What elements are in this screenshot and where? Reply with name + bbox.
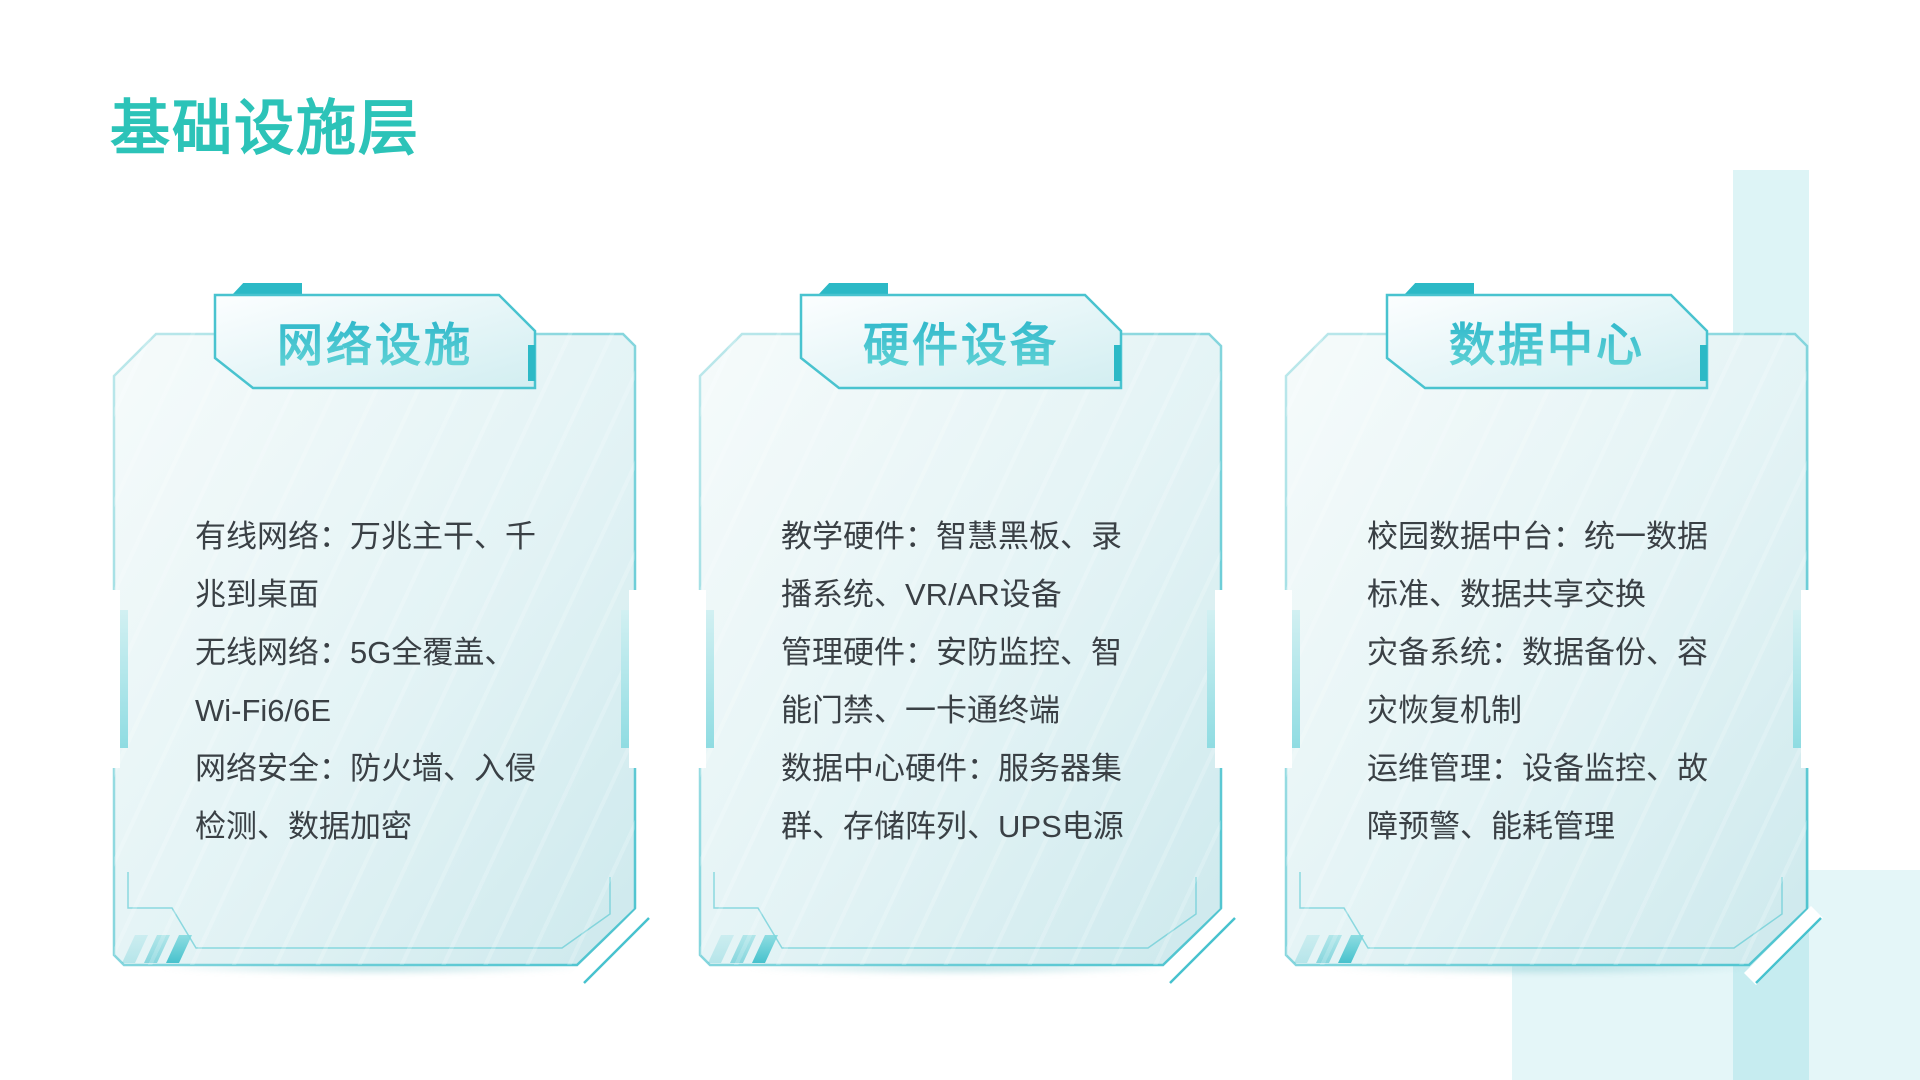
corner-slash-line <box>1169 917 1236 984</box>
body-item: 教学硬件：智慧黑板、录播系统、VR/AR设备 <box>781 519 1122 612</box>
corner-slash-line <box>583 917 650 984</box>
body-item: 有线网络：万兆主干、千兆到桌面 <box>195 519 536 612</box>
card-header-badge: 数据中心 <box>1385 283 1709 390</box>
card-header-label: 网络设施 <box>213 293 537 390</box>
card-header-badge: 硬件设备 <box>799 283 1123 390</box>
card-frame-svg <box>112 332 651 985</box>
header-tab-accent <box>1404 283 1474 295</box>
edge-notch-bar-right <box>1793 610 1801 748</box>
header-tab-accent <box>818 283 888 295</box>
corner-slash-fill <box>1744 906 1823 985</box>
edge-notch-bar-right <box>621 610 629 748</box>
card-frame-svg <box>698 332 1237 985</box>
body-item: 灾备系统：数据备份、容灾恢复机制 <box>1367 635 1708 728</box>
corner-stripe-2 <box>730 935 756 963</box>
body-item: 管理硬件：安防监控、智能门禁、一卡通终端 <box>781 635 1122 728</box>
card-outline <box>112 332 637 967</box>
badge-frame-svg <box>1385 293 1709 390</box>
edge-notch-left <box>694 590 706 768</box>
corner-stripe-3 <box>1338 935 1364 963</box>
card-header-label: 数据中心 <box>1385 293 1709 390</box>
corner-slash-fill <box>572 906 651 985</box>
corner-stripe-2 <box>144 935 170 963</box>
badge-frame-svg <box>213 293 537 390</box>
body-item: 运维管理：设备监控、故障预警、能耗管理 <box>1367 751 1708 844</box>
card-frame-svg <box>1284 332 1823 985</box>
edge-notch-right <box>1215 590 1227 768</box>
card-inner-line <box>1299 872 1783 949</box>
card-header-label: 硬件设备 <box>799 293 1123 390</box>
corner-stripe-2 <box>1316 935 1342 963</box>
body-item: 无线网络：5G全覆盖、Wi-Fi6/6E <box>195 635 516 728</box>
badge-accent-bar <box>1700 345 1707 381</box>
card-body: 教学硬件：智慧黑板、录播系统、VR/AR设备 管理硬件：安防监控、智能门禁、一卡… <box>781 508 1139 856</box>
badge-outline <box>799 293 1123 390</box>
card-inner-line <box>127 872 611 949</box>
edge-notch-left <box>108 590 120 768</box>
corner-stripe-1 <box>708 935 734 963</box>
edge-notch-bar-left <box>706 610 714 748</box>
card-inner-line <box>713 872 1197 949</box>
card-outline <box>1284 332 1809 967</box>
badge-accent-bar <box>1114 345 1121 381</box>
edge-notch-right <box>629 590 641 768</box>
corner-stripe-1 <box>1294 935 1320 963</box>
badge-accent-bar <box>528 345 535 381</box>
header-tab-accent <box>232 283 302 295</box>
corner-slash-line <box>1755 917 1822 984</box>
badge-outline <box>1385 293 1709 390</box>
card-network-facilities: 网络设施 有线网络：万兆主干、千兆到桌面 无线网络：5G全覆盖、Wi-Fi6/6… <box>108 283 651 985</box>
card-hardware-equipment: 硬件设备 教学硬件：智慧黑板、录播系统、VR/AR设备 管理硬件：安防监控、智能… <box>694 283 1237 985</box>
edge-notch-bar-left <box>120 610 128 748</box>
body-item: 网络安全：防火墙、入侵检测、数据加密 <box>195 751 536 844</box>
badge-outline <box>213 293 537 390</box>
body-item: 校园数据中台：统一数据标准、数据共享交换 <box>1367 519 1708 612</box>
body-item: 数据中心硬件：服务器集群、存储阵列、UPS电源 <box>781 751 1124 844</box>
edge-notch-bar-left <box>1292 610 1300 748</box>
page-title: 基础设施层 <box>110 95 420 162</box>
card-body: 有线网络：万兆主干、千兆到桌面 无线网络：5G全覆盖、Wi-Fi6/6E 网络安… <box>195 508 553 856</box>
badge-frame-svg <box>799 293 1123 390</box>
edge-notch-left <box>1280 590 1292 768</box>
corner-stripe-1 <box>122 935 148 963</box>
edge-notch-right <box>1801 590 1813 768</box>
card-header-badge: 网络设施 <box>213 283 537 390</box>
card-outline <box>698 332 1223 967</box>
corner-stripe-3 <box>166 935 192 963</box>
corner-slash-fill <box>1158 906 1237 985</box>
corner-stripe-3 <box>752 935 778 963</box>
edge-notch-bar-right <box>1207 610 1215 748</box>
card-body: 校园数据中台：统一数据标准、数据共享交换 灾备系统：数据备份、容灾恢复机制 运维… <box>1367 508 1725 856</box>
card-data-center: 数据中心 校园数据中台：统一数据标准、数据共享交换 灾备系统：数据备份、容灾恢复… <box>1280 283 1823 985</box>
